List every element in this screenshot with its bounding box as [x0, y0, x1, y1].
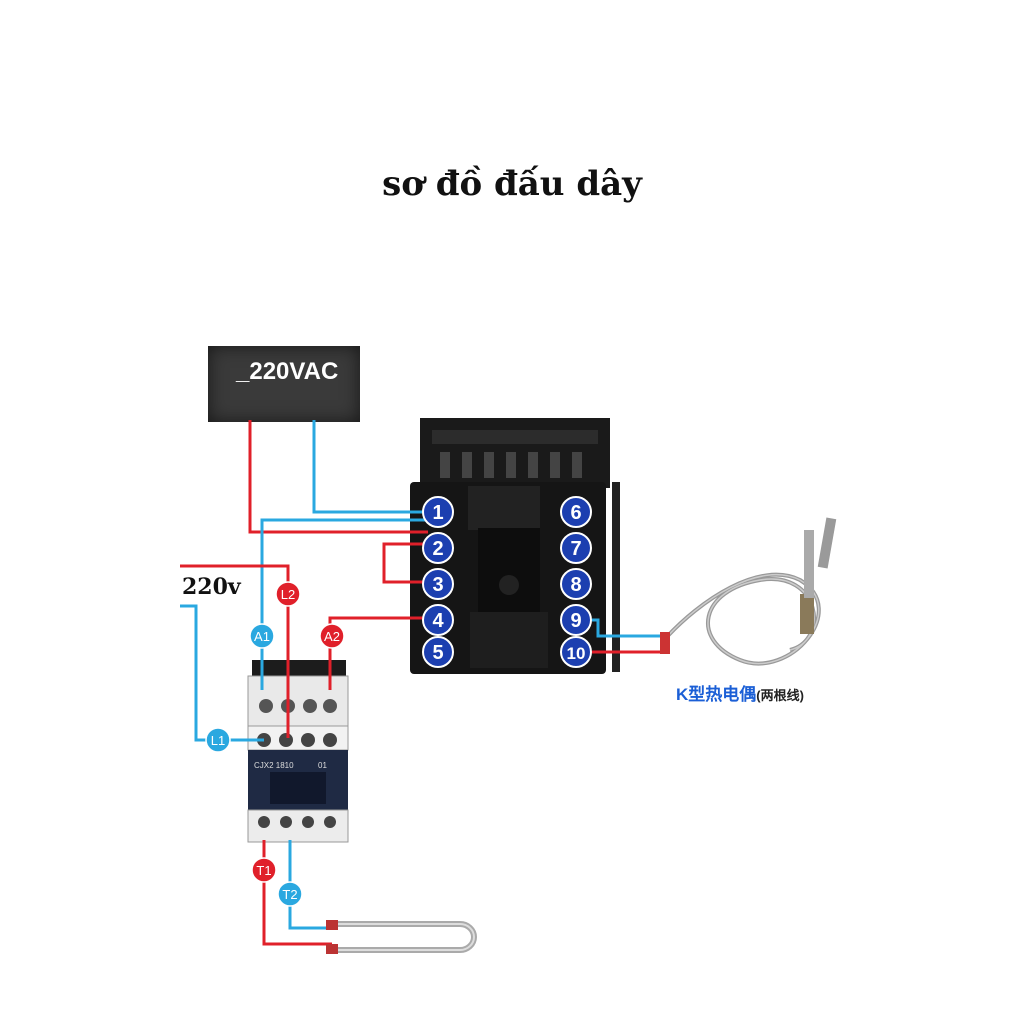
svg-text:3: 3 — [432, 574, 443, 596]
svg-text:L2: L2 — [281, 587, 295, 602]
contactor-model: CJX2 1810 — [254, 761, 294, 770]
wire-neutral-supply — [312, 420, 428, 514]
svg-text:A2: A2 — [324, 629, 340, 644]
svg-text:T1: T1 — [256, 863, 271, 878]
tag-t2: T2 — [277, 881, 303, 907]
tag-a1: A1 — [249, 623, 275, 649]
svg-text:7: 7 — [570, 538, 581, 560]
terminal-1: 1 — [422, 496, 454, 528]
svg-text:10: 10 — [567, 644, 586, 663]
svg-text:T2: T2 — [282, 887, 297, 902]
svg-text:8: 8 — [570, 574, 581, 596]
thermocouple-label-sub: (两根线) — [756, 688, 804, 703]
line-voltage-label: 220v — [182, 574, 241, 600]
svg-text:4: 4 — [432, 610, 444, 632]
tag-l1: L1 — [205, 727, 231, 753]
tag-a2: A2 — [319, 623, 345, 649]
svg-text:9: 9 — [570, 610, 581, 632]
power-supply-box: _220VAC — [208, 346, 360, 422]
svg-text:6: 6 — [570, 502, 581, 524]
terminal-5: 5 — [422, 636, 454, 668]
terminal-4: 4 — [422, 604, 454, 636]
svg-text:2: 2 — [432, 538, 443, 560]
thermocouple-label: K型热电偶(两根线) — [676, 680, 804, 705]
tag-t1: T1 — [251, 857, 277, 883]
supply-label: _220VAC — [236, 358, 339, 385]
terminal-8: 8 — [560, 568, 592, 600]
thermocouple — [660, 517, 837, 666]
wire-tc-9 — [592, 618, 664, 638]
terminal-9: 9 — [560, 604, 592, 636]
thermocouple-label-text: K型热电偶 — [676, 685, 757, 704]
diagram-title: sơ đồ đấu dây — [382, 164, 642, 204]
svg-text:L1: L1 — [211, 733, 225, 748]
terminal-badges: 1 2 3 4 5 6 7 8 9 10 — [422, 496, 592, 668]
svg-text:A1: A1 — [254, 629, 270, 644]
wire-l2 — [180, 564, 290, 738]
wire-t2 — [288, 840, 332, 930]
terminal-2: 2 — [422, 532, 454, 564]
contactor-aux: 01 — [318, 761, 327, 770]
svg-text:5: 5 — [432, 642, 443, 664]
terminal-3: 3 — [422, 568, 454, 600]
terminal-10: 10 — [560, 636, 592, 668]
wire-jumper-2-3 — [382, 542, 428, 584]
wire-coil-a2 — [328, 616, 428, 690]
terminal-6: 6 — [560, 496, 592, 528]
svg-text:1: 1 — [432, 502, 443, 524]
temperature-controller — [410, 418, 620, 674]
tag-l2: L2 — [275, 581, 301, 607]
wire-live-supply — [248, 420, 428, 534]
terminal-7: 7 — [560, 532, 592, 564]
heater-element — [326, 920, 477, 954]
